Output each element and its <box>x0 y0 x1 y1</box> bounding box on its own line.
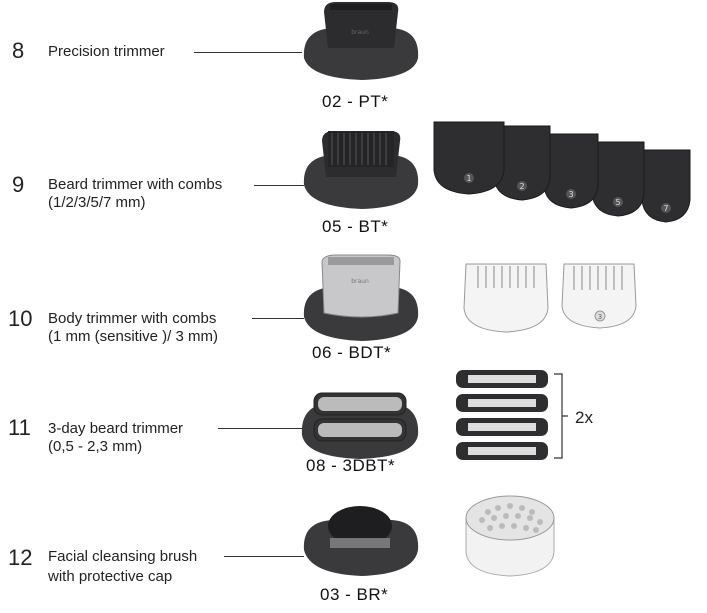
body-trimmer-image: braun <box>303 254 419 341</box>
item-12-label-line1: Facial cleansing brush <box>48 548 198 565</box>
comb-mark-5: 5 <box>615 198 620 207</box>
item-12-label-line2: with protective cap <box>48 568 173 585</box>
item-9-leader-line <box>254 185 304 186</box>
body-combs-image: 3 <box>463 263 637 333</box>
comb-mark-2: 2 <box>519 182 524 191</box>
item-10-code: 06 - BDT* <box>312 343 392 362</box>
facial-brush-image <box>303 506 419 576</box>
protective-cap-image <box>465 495 555 577</box>
item-8-leader-line <box>194 52 302 53</box>
beard-trimmer-image <box>303 131 419 209</box>
item-8-code: 02 - PT* <box>322 92 389 111</box>
comb-mark-1: 1 <box>466 174 471 183</box>
comb-mark-3: 3 <box>568 190 573 199</box>
item-11-code: 08 - 3DBT* <box>306 456 396 475</box>
item-9-number: 9 <box>12 172 25 197</box>
beard-combs-image: 1 2 3 5 7 <box>433 121 691 223</box>
item-8-label: Precision trimmer <box>48 43 165 60</box>
item-10-number: 10 <box>8 306 33 331</box>
cutter-blades-image <box>456 370 568 460</box>
item-12-leader-line <box>224 556 304 557</box>
svg-text:braun: braun <box>351 29 369 36</box>
item-10-label-line1: Body trimmer with combs <box>48 310 217 327</box>
body-comb-mark-3: 3 <box>598 313 602 321</box>
item-11-number: 11 <box>8 415 31 440</box>
item-11-label-line2: (0,5 - 2,3 mm) <box>48 438 143 455</box>
svg-text:braun: braun <box>351 278 369 285</box>
item-12-code: 03 - BR* <box>320 585 389 604</box>
3day-beard-trimmer-image <box>301 392 419 459</box>
item-10-leader-line <box>252 318 304 319</box>
item-12-number: 12 <box>8 545 33 570</box>
item-11-label-line1: 3-day beard trimmer <box>48 420 184 437</box>
item-10-label-line2: (1 mm (sensitive )/ 3 mm) <box>48 328 219 345</box>
precision-trimmer-image: braun <box>303 2 419 80</box>
comb-mark-7: 7 <box>663 204 668 213</box>
item-9-code: 05 - BT* <box>322 217 389 236</box>
item-8-number: 8 <box>12 38 25 63</box>
item-9-label-line1: Beard trimmer with combs <box>48 176 223 193</box>
cutter-count-label: 2x <box>575 408 593 427</box>
item-9-label-line2: (1/2/3/5/7 mm) <box>48 194 146 211</box>
item-11-leader-line <box>218 428 302 429</box>
